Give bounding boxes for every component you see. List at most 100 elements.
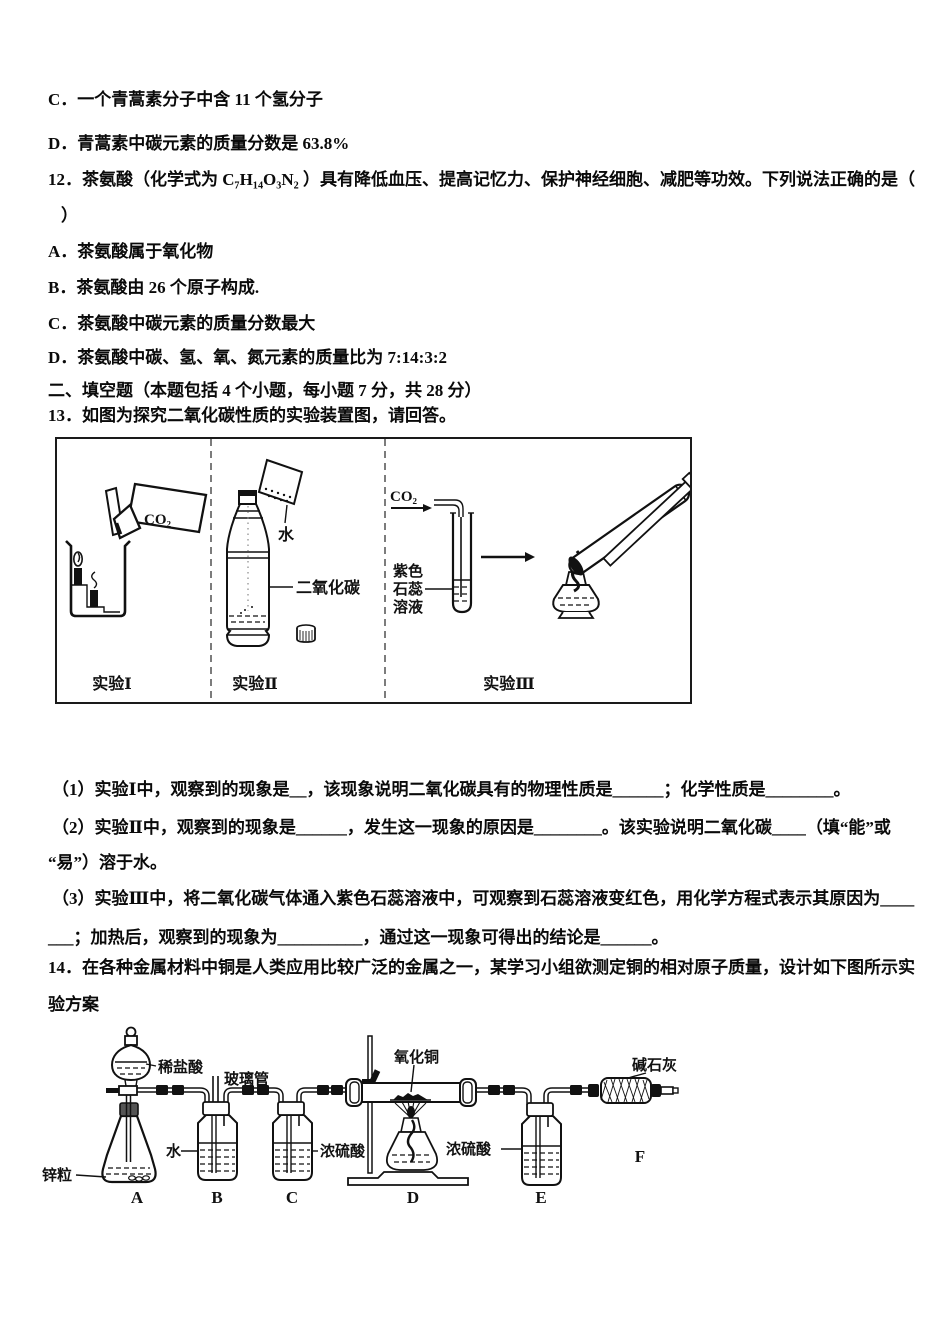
section2-header: 二、填空题（本题包括 4 个小题，每小题 7 分，共 28 分） (48, 381, 482, 400)
litmus-label-1: 紫色 (393, 562, 423, 580)
f-tip (672, 1087, 679, 1094)
q13-part1: （1）实验Ⅰ中，观察到的现象是__，该现象说明二氧化碳具有的物理性质是_____… (52, 780, 851, 799)
heated-liquid (568, 556, 584, 576)
water-label-leader (284, 504, 288, 524)
soda-lime-leader (627, 1072, 647, 1079)
f-nozzle (660, 1086, 674, 1095)
arrow-in-head (423, 504, 432, 512)
bottle-b-stopper (202, 1101, 230, 1116)
flask-stopper (119, 1102, 139, 1117)
pipe-connectors (156, 1085, 582, 1095)
q13-part3b: ___；加热后，观察到的现象为__________，通过这一现象可得出的结论是_… (48, 928, 669, 947)
tube-stopper-left-inner (349, 1081, 360, 1104)
exp2-group: 水 二氧化碳 (225, 458, 361, 693)
unit-f-group: 碱石灰 F (588, 1056, 679, 1166)
q12-option-a: A．茶氨酸属于氧化物 (48, 242, 214, 261)
acid-e-label: 浓硫酸 (446, 1140, 492, 1158)
unit-e-group: 浓硫酸 E (446, 1102, 562, 1207)
q14-stem-line1: 14．在各种金属材料中铜是人类应用比较广泛的金属之一，某学习小组欲测定铜的相对原… (48, 958, 915, 977)
wash-bottle-b (197, 1114, 238, 1181)
q12-stem-line2: ） (61, 206, 78, 225)
clamp-jaw (362, 1079, 374, 1084)
q14-stem-line2: 验方案 (48, 995, 99, 1014)
q12-stem-line1: 12．茶氨酸（化学式为 C₇H₁₄O₃N₂ ）具有降低血压、提高记忆力、保护神经… (48, 170, 915, 189)
exp2-gas-label: 二氧化碳 (296, 578, 361, 597)
exp3-group: CO₂ 紫色 石蕊 溶液 (390, 471, 704, 693)
copper-oxide-label: 氧化铜 (393, 1048, 439, 1066)
unit-b-label: B (211, 1188, 222, 1207)
litmus-label-3: 溶液 (393, 598, 424, 616)
hcl-label-leader (145, 1063, 157, 1067)
unit-f-label: F (635, 1147, 645, 1166)
exp2-water-label: 水 (278, 525, 295, 544)
q12-option-b: B．茶氨酸由 26 个原子构成. (48, 278, 260, 297)
exp1-co2-label: CO₂ (144, 512, 172, 528)
flame-inner (77, 552, 81, 563)
lamp-wick-holder (400, 1117, 422, 1133)
q13-figure-svg: CO₂ 实验Ⅰ 水 (65, 439, 704, 702)
funnel-stopper (124, 1035, 138, 1046)
glass-tube-label: 玻璃管 (224, 1070, 269, 1088)
pouring-beaker (257, 458, 304, 506)
q14-figure: 稀盐酸 锌粒 A 玻璃管 (40, 1022, 700, 1217)
litmus-label-2: 石蕊 (392, 580, 423, 598)
erlenmeyer-flask (101, 1114, 157, 1184)
unit-b-group: 玻璃管 水 B (166, 1070, 269, 1207)
exp1-group: CO₂ 实验Ⅰ (65, 482, 208, 693)
candle-tall (74, 568, 82, 585)
candle-flame-icon (72, 551, 83, 567)
q14-figure-svg: 稀盐酸 锌粒 A 玻璃管 (42, 1026, 679, 1207)
jar-mouth-edge (115, 522, 123, 535)
unit-a-label: A (131, 1188, 144, 1207)
splash-dots (240, 606, 253, 614)
tube-stopper-right-inner (462, 1081, 473, 1104)
copper-oxide-pile (393, 1093, 428, 1100)
bottle-c-stopper (277, 1101, 305, 1116)
q12-option-d: D．茶氨酸中碳、氢、氧、氮元素的质量比为 7:14:3:2 (48, 348, 448, 367)
stand-rod (367, 1035, 373, 1174)
dilute-hcl-label: 稀盐酸 (158, 1058, 204, 1076)
unit-c-label: C (286, 1188, 298, 1207)
exp3-caption: 实验Ⅲ (483, 674, 535, 693)
unit-c-group: 浓硫酸 C (272, 1101, 366, 1207)
funnel-neck (124, 1079, 138, 1087)
soda-lime-mesh (600, 1078, 650, 1103)
acid-c-label: 浓硫酸 (320, 1142, 366, 1160)
zinc-label: 锌粒 (42, 1166, 72, 1184)
wash-bottle-e (521, 1115, 562, 1186)
exp2-caption: 实验Ⅱ (232, 674, 278, 693)
q13-stem: 13．如图为探究二氧化碳性质的实验装置图，请回答。 (48, 406, 456, 425)
plastic-bottle (225, 503, 271, 647)
stopcock (118, 1085, 138, 1096)
zinc-label-leader (75, 1174, 107, 1178)
q13-part2b: “易”）溶于水。 (48, 853, 167, 872)
stand-base (347, 1171, 469, 1186)
q13-part2a: （2）实验Ⅱ中，观察到的现象是______，发生这一现象的原因是________… (52, 818, 891, 837)
unit-d-group: 氧化铜 D (345, 1035, 477, 1207)
arrow-next-head (525, 552, 535, 562)
cap-hatch (299, 630, 313, 641)
exp1-caption: 实验Ⅰ (92, 674, 132, 693)
water-label: 水 (166, 1142, 182, 1160)
q11-option-d: D．青蒿素中碳元素的质量分数是 63.8% (48, 134, 350, 153)
q12-option-c: C．茶氨酸中碳元素的质量分数最大 (48, 314, 316, 333)
candle-short (90, 590, 98, 607)
soda-lime-label: 碱石灰 (632, 1056, 677, 1074)
cuo-label-leader (410, 1064, 415, 1093)
bottle-e-stopper (526, 1102, 554, 1117)
test-tube (451, 513, 473, 614)
bottle-cap-top (239, 491, 256, 496)
wash-bottle-c (272, 1114, 313, 1181)
unit-a-group: 稀盐酸 锌粒 A (42, 1026, 204, 1207)
delivery-tube-inner (434, 504, 460, 517)
gas-pipes (137, 1087, 596, 1106)
stopcock-handle (106, 1088, 119, 1093)
f-right-coupling (651, 1084, 661, 1097)
zinc-granules (127, 1175, 150, 1182)
flame-core (407, 1106, 415, 1118)
alcohol-lamp-foot (557, 611, 595, 619)
lamp-wick (406, 1119, 416, 1163)
f-left-coupling (588, 1084, 599, 1097)
smoke-squiggle-icon (91, 571, 98, 589)
